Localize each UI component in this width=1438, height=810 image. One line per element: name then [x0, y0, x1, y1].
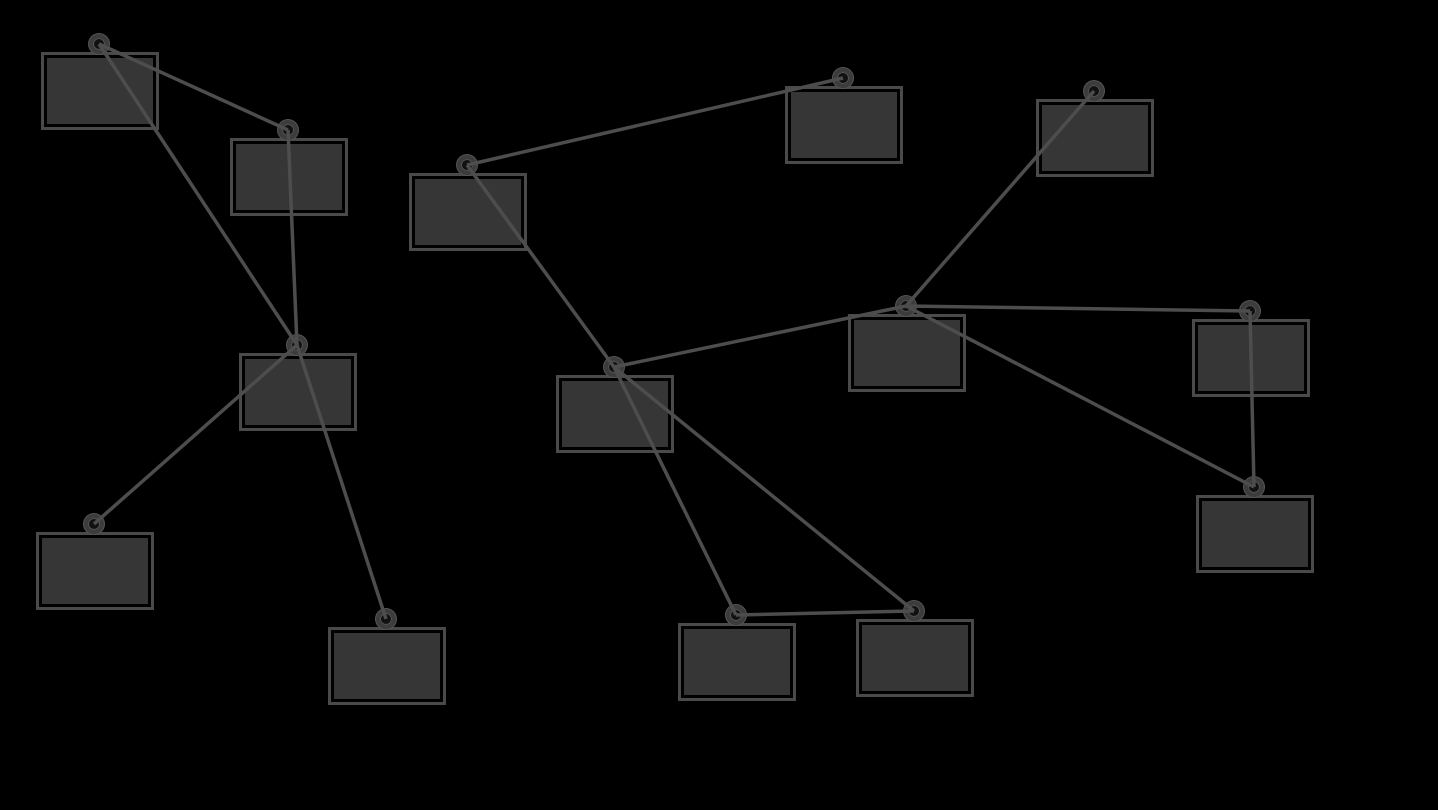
node-handle-n10[interactable]	[604, 357, 624, 377]
node-handle-n1[interactable]	[89, 34, 109, 54]
node-n5[interactable]	[328, 627, 446, 705]
edge-n14-n15	[735, 609, 915, 617]
edge-n11-n12	[905, 304, 1251, 313]
node-handle-n11[interactable]	[896, 296, 916, 316]
node-handle-n13[interactable]	[1244, 477, 1264, 497]
node-handle-n5[interactable]	[376, 609, 396, 629]
node-handle-n2[interactable]	[278, 120, 298, 140]
node-n6[interactable]	[409, 173, 527, 251]
node-handle-n15[interactable]	[904, 601, 924, 621]
node-handle-n8[interactable]	[1084, 81, 1104, 101]
node-n10[interactable]	[556, 375, 674, 453]
node-handle-n6[interactable]	[457, 155, 477, 175]
node-n14[interactable]	[678, 623, 796, 701]
node-n15[interactable]	[856, 619, 974, 697]
node-n2[interactable]	[230, 138, 348, 216]
node-handle-n4[interactable]	[84, 514, 104, 534]
node-n13[interactable]	[1196, 495, 1314, 573]
node-n8[interactable]	[1036, 99, 1154, 177]
node-n4[interactable]	[36, 532, 154, 610]
node-n7[interactable]	[785, 86, 903, 164]
node-n3[interactable]	[239, 353, 357, 431]
node-handle-n14[interactable]	[726, 605, 746, 625]
node-n1[interactable]	[41, 52, 159, 130]
node-handle-n7[interactable]	[833, 68, 853, 88]
node-handle-n3[interactable]	[287, 335, 307, 355]
node-handle-n12[interactable]	[1240, 301, 1260, 321]
node-n11[interactable]	[848, 314, 966, 392]
node-n12[interactable]	[1192, 319, 1310, 397]
